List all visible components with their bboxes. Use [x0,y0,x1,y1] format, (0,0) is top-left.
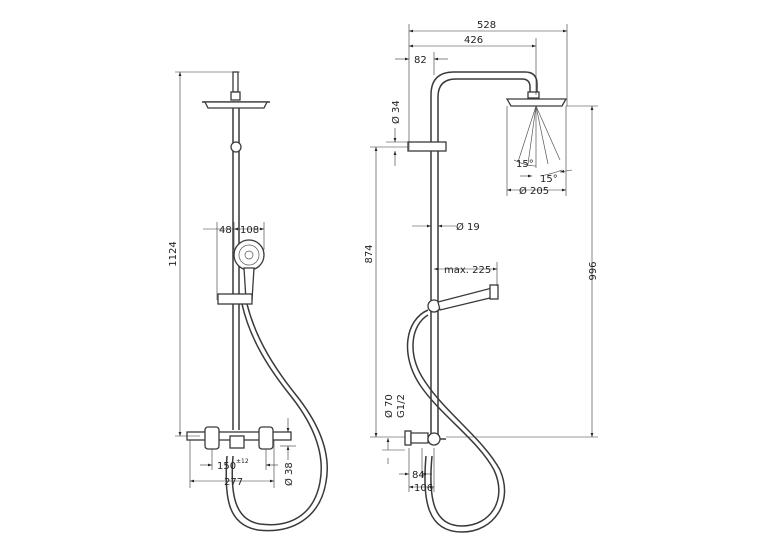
label-mixer-offset-1: 84 [412,470,425,481]
dim-rail-diameter: Ø 19 [412,221,480,233]
label-wall-offset: 82 [414,55,427,66]
label-tilt-angle-2: 15° [540,174,558,185]
front-riser-pipe [230,108,242,430]
dim-front-height: 1124 [168,71,240,437]
label-handshower-diameter: 108 [240,225,259,236]
label-front-height: 1124 [168,241,179,266]
side-overhead-shower [505,91,568,168]
front-view: 1124 48 108 150 ±12 277 [168,71,328,532]
dim-front-handshower: 48 108 [203,222,265,300]
label-handshower-reach: max. 225 [444,265,491,276]
label-mixer-to-bracket: 874 [364,244,375,263]
front-slider [217,293,253,305]
dim-mixer-to-head: 996 [446,105,599,438]
front-hand-shower [233,239,265,301]
label-arm-length: 426 [464,35,483,46]
dim-mixer-to-bracket: 874 [364,146,408,438]
dim-wall-offset: 82 [395,52,448,75]
side-view: 528 426 82 Ø 34 15° 15° [364,20,599,533]
label-side-width: 528 [477,20,496,31]
dim-bracket-diameter: Ø 34 [386,100,408,166]
front-overhead-shower [202,71,270,109]
dim-arm-length: 426 [409,35,537,95]
front-shower-hose [231,303,322,526]
dim-front-outlet: Ø 38 [280,418,296,486]
side-thermostat-mixer [404,430,446,446]
dim-connection: Ø 70 G1/2 [382,394,407,464]
label-mixer-offset-2: 106 [414,483,433,494]
label-handshower-offset: 48 [219,225,232,236]
dim-handshower-reach: max. 225 [434,262,498,286]
dim-mixer-offsets: 84 106 [399,448,435,494]
label-thread: G1/2 [396,394,407,418]
label-outlet-diameter: Ø 38 [283,462,295,486]
dim-head-diameter: Ø 205 [506,106,567,197]
label-connection-diameter: Ø 70 [383,394,395,418]
label-inlet-spacing: 150 [217,461,236,472]
dim-tilt-angles: 15° 15° [513,159,573,185]
side-hand-shower [427,284,499,313]
label-mixer-to-head: 996 [588,261,599,280]
dim-front-width: 150 ±12 277 [189,440,278,488]
side-wall-bracket [407,141,447,152]
label-rail-diameter: Ø 19 [456,221,480,233]
label-inlet-tolerance: ±12 [236,458,249,465]
label-head-diameter: Ø 205 [519,185,549,197]
side-shower-hose [406,309,500,527]
label-front-width: 277 [224,477,243,488]
front-thermostat-mixer [186,426,292,450]
label-bracket-diameter: Ø 34 [390,100,402,124]
label-tilt-angle-1: 15° [516,159,534,170]
side-riser-pipe [430,71,538,437]
